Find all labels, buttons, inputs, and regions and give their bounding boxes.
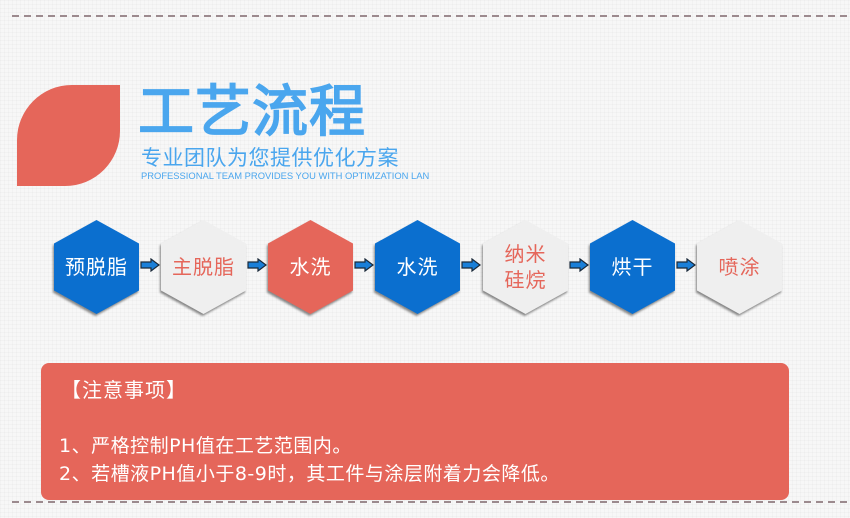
step-label: 主脱脂 <box>172 255 235 279</box>
process-step-spraying: 喷涂 <box>697 220 782 314</box>
arrow-right-icon <box>140 258 160 272</box>
notice-line-1: 1、严格控制PH值在工艺范围内。 <box>59 435 352 457</box>
notice-line-2: 2、若槽液PH值小于8-9时，其工件与涂层附着力会降低。 <box>59 463 560 485</box>
leaf-logo-icon <box>17 85 120 186</box>
step-label: 水洗 <box>289 255 332 279</box>
process-step-main-degrease: 主脱脂 <box>161 220 246 314</box>
page-subtitle: 专业团队为您提供优化方案 <box>141 146 399 170</box>
process-step-pre-degrease: 预脱脂 <box>54 220 139 314</box>
step-label: 烘干 <box>611 255 654 279</box>
top-divider <box>12 15 850 17</box>
notice-box: 【注意事项】 1、严格控制PH值在工艺范围内。 2、若槽液PH值小于8-9时，其… <box>41 363 789 500</box>
process-step-water-wash-2: 水洗 <box>375 220 460 314</box>
process-step-drying: 烘干 <box>590 220 675 314</box>
notice-title: 【注意事项】 <box>61 378 187 402</box>
step-label: 预脱脂 <box>65 255 128 279</box>
bottom-divider <box>12 501 850 503</box>
page-title: 工艺流程 <box>138 80 366 145</box>
arrow-right-icon <box>354 258 374 272</box>
step-label: 喷涂 <box>718 255 761 279</box>
process-step-nano-silane: 纳米 硅烷 <box>483 220 568 314</box>
arrow-right-icon <box>569 258 589 272</box>
arrow-right-icon <box>461 258 481 272</box>
arrow-right-icon <box>247 258 267 272</box>
step-label: 纳米 硅烷 <box>504 242 547 292</box>
process-step-water-wash-1: 水洗 <box>268 220 353 314</box>
step-label: 水洗 <box>396 255 439 279</box>
arrow-right-icon <box>676 258 696 272</box>
page-subtitle-english: PROFESSIONAL TEAM PROVIDES YOU WITH OPTI… <box>141 170 430 181</box>
